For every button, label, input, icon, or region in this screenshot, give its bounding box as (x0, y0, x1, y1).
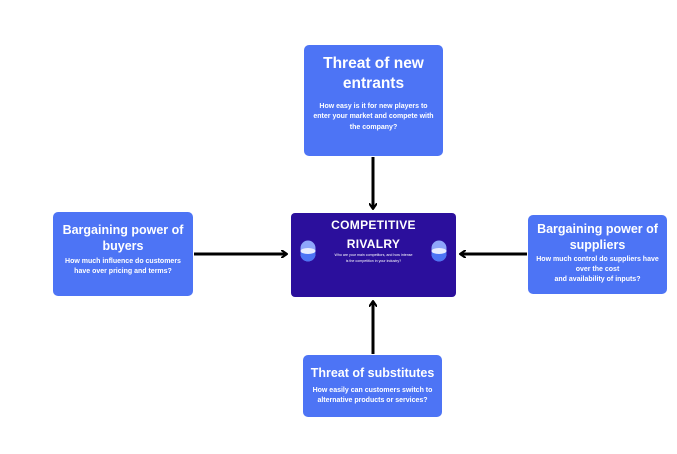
bargaining-power-of-buyers-description: How much influence do customers have ove… (65, 257, 181, 275)
competitive-rivalry-title: COMPETITIVE RIVALRY (331, 218, 416, 251)
bargaining-power-of-suppliers-title: Bargaining power of suppliers (537, 222, 658, 253)
pill-icon (300, 240, 316, 262)
threat-of-substitutes-title: Threat of substitutes (310, 366, 435, 380)
threat-of-substitutes-box: Threat of substitutes How easily can cus… (303, 355, 442, 417)
pill-icon (431, 240, 447, 262)
threat-of-new-entrants-description: How easy is it for new players to enter … (313, 103, 434, 131)
threat-of-substitutes-description: How easily can customers switch to alter… (312, 387, 433, 405)
competitive-rivalry-box: COMPETITIVE RIVALRY Who are your main co… (291, 213, 456, 297)
bargaining-power-of-buyers-title: Bargaining power of buyers (62, 223, 184, 254)
bargaining-power-of-suppliers-description: How much control do suppliers have over … (536, 255, 659, 283)
bargaining-power-of-suppliers-box: Bargaining power of suppliers How much c… (528, 215, 667, 294)
competitive-rivalry-description: Who are your main competitors, and how i… (334, 253, 413, 263)
threat-of-new-entrants-box: Threat of new entrants How easy is it fo… (304, 45, 443, 156)
bargaining-power-of-buyers-box: Bargaining power of buyers How much infl… (53, 212, 193, 296)
threat-of-new-entrants-title: Threat of new entrants (323, 55, 424, 93)
